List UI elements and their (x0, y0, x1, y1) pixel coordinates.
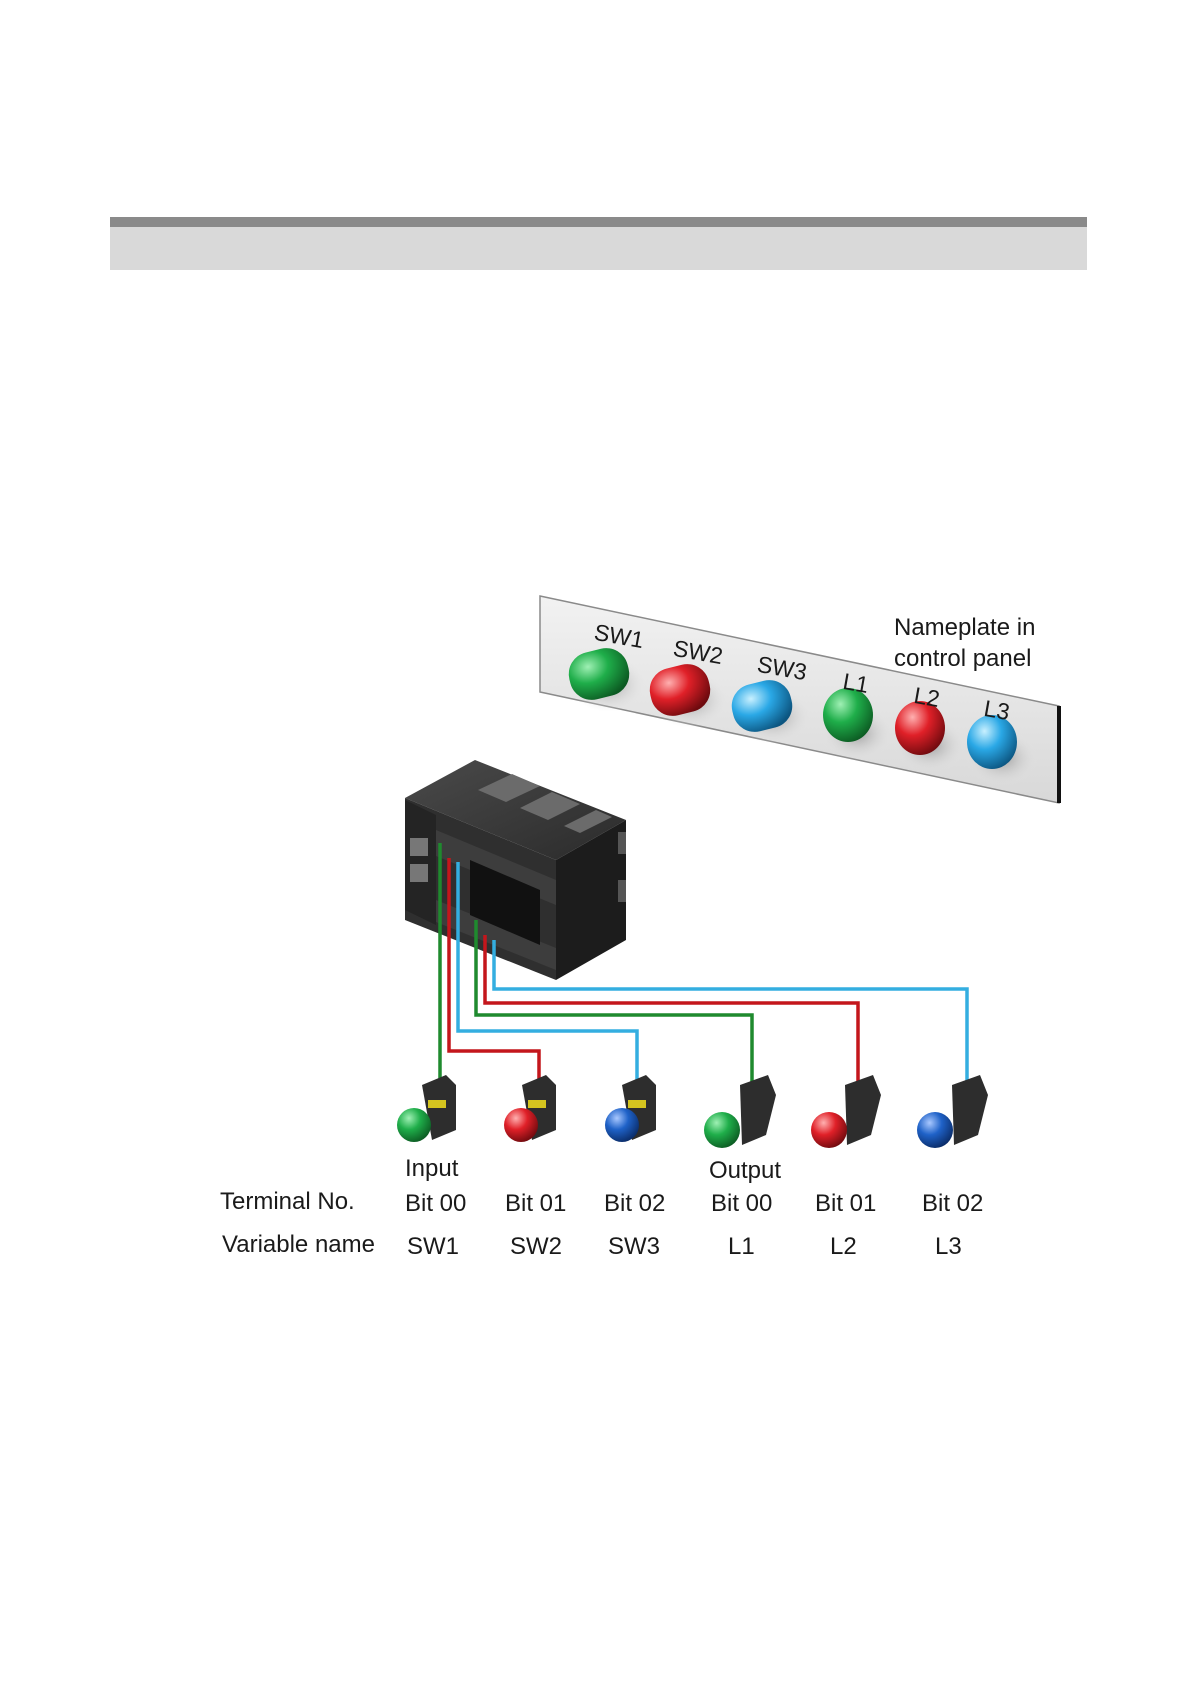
device-sw1 (397, 1075, 456, 1142)
device-l2 (811, 1075, 881, 1148)
device-l1 (704, 1075, 776, 1148)
device-sw3 (605, 1075, 656, 1142)
plc-controller (405, 760, 626, 980)
terminal-cell: Bit 00 (405, 1192, 466, 1216)
terminal-cell: Bit 02 (922, 1192, 983, 1216)
nameplate-label-l3: L3 (982, 697, 1011, 724)
input-label: Input (405, 1157, 458, 1181)
nameplate-title-line2: control panel (894, 647, 1031, 671)
variable-cell: L2 (830, 1235, 857, 1259)
variable-name-label: Variable name (222, 1233, 375, 1257)
nameplate-title-line1: Nameplate in (894, 616, 1035, 640)
nameplate-lamp-l3 (967, 715, 1017, 769)
variable-cell: SW1 (407, 1235, 459, 1259)
terminal-cell: Bit 01 (815, 1192, 876, 1216)
terminal-cell: Bit 01 (505, 1192, 566, 1216)
nameplate-label-l1: L1 (841, 670, 870, 697)
terminal-no-label: Terminal No. (220, 1190, 355, 1214)
device-l3 (917, 1075, 988, 1148)
terminal-cell: Bit 02 (604, 1192, 665, 1216)
device-sw2 (504, 1075, 556, 1142)
nameplate-label-l2: L2 (912, 684, 941, 711)
variable-cell: L1 (728, 1235, 755, 1259)
variable-cell: L3 (935, 1235, 962, 1259)
variable-cell: SW3 (608, 1235, 660, 1259)
output-label: Output (709, 1159, 781, 1183)
terminal-cell: Bit 00 (711, 1192, 772, 1216)
variable-cell: SW2 (510, 1235, 562, 1259)
